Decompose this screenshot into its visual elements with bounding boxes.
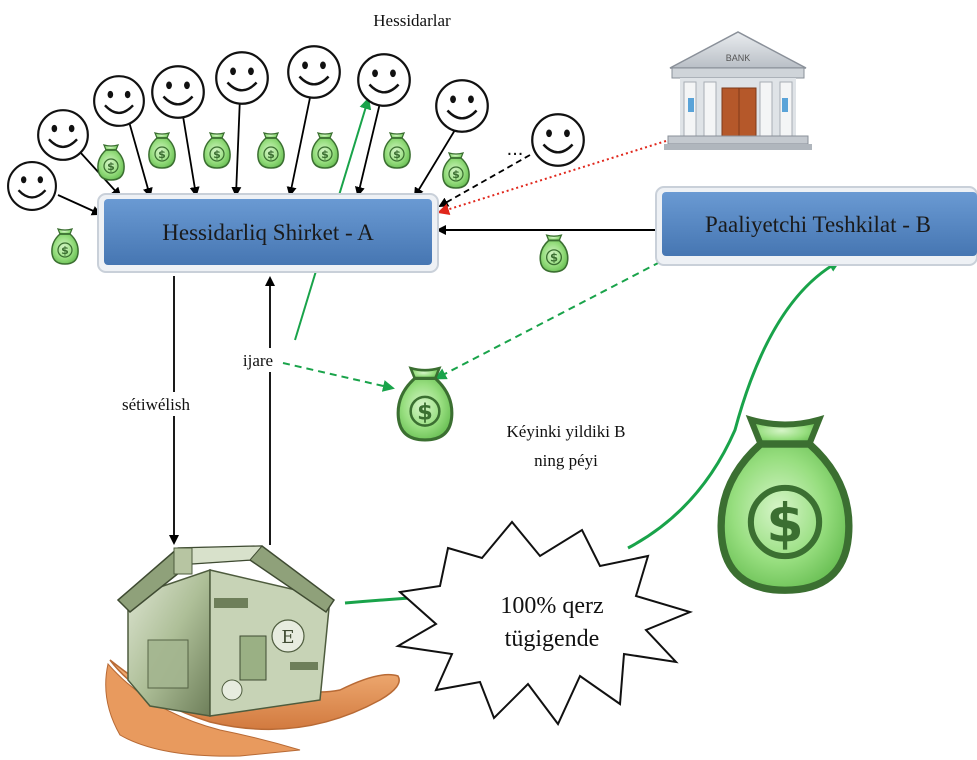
shareholder-face <box>36 108 90 162</box>
money-bag-icon <box>383 132 411 169</box>
rent-label: ijare <box>243 351 273 370</box>
shareholder-face <box>6 160 58 212</box>
money-house-on-hand-image: E <box>105 545 400 757</box>
burst-line1: 100% qerz <box>500 593 603 619</box>
bank-icon: BANK <box>664 31 812 150</box>
money-bag-icon <box>203 132 231 169</box>
money-bag-icon <box>51 228 79 265</box>
shareholder-face <box>357 53 411 107</box>
money-bag-icon <box>148 132 176 169</box>
next-year-label-line1: Kéyinki yildiki B <box>507 422 626 441</box>
company-a-node: Hessidarliq Shirket - A <box>97 193 439 273</box>
money-bag-icon <box>539 234 569 273</box>
shareholders-group <box>6 45 585 212</box>
shareholder-face <box>215 51 269 105</box>
more-shareholders-ellipsis: ... <box>507 138 524 160</box>
b-payment-arrow <box>434 261 661 380</box>
bank-sign: BANK <box>726 53 751 63</box>
shareholder-face <box>92 74 146 128</box>
company-b-node: Paaliyetchi Teshkilat - B <box>655 186 977 266</box>
shareholder-face <box>531 113 585 167</box>
shareholder-face <box>287 45 341 99</box>
rent-income-arrow <box>282 362 395 392</box>
large-money-bag-icon <box>721 420 849 591</box>
money-bag-icon <box>257 132 285 169</box>
svg-text:E: E <box>281 627 294 648</box>
shareholder-face <box>151 65 205 119</box>
next-year-label-line2: ning péyi <box>534 451 598 470</box>
house-to-burst-line <box>344 596 411 605</box>
money-bag-icon <box>442 152 470 189</box>
shareholders-label: Hessidarlar <box>373 11 451 30</box>
shareholder-arrows <box>57 87 531 216</box>
company-a-label: Hessidarliq Shirket - A <box>162 220 374 245</box>
money-bag-icon <box>311 132 339 169</box>
burst-to-b-curve <box>627 260 841 550</box>
purchase-label: sétiwélish <box>122 395 190 414</box>
debt-paid-burst: 100% qerz tügigende <box>395 520 694 726</box>
burst-line2: tügigende <box>505 626 600 652</box>
money-bag-icon <box>97 144 125 181</box>
shareholder-face <box>435 79 489 133</box>
next-year-money-bag-icon <box>398 368 452 440</box>
company-b-label: Paaliyetchi Teshkilat - B <box>705 212 931 237</box>
